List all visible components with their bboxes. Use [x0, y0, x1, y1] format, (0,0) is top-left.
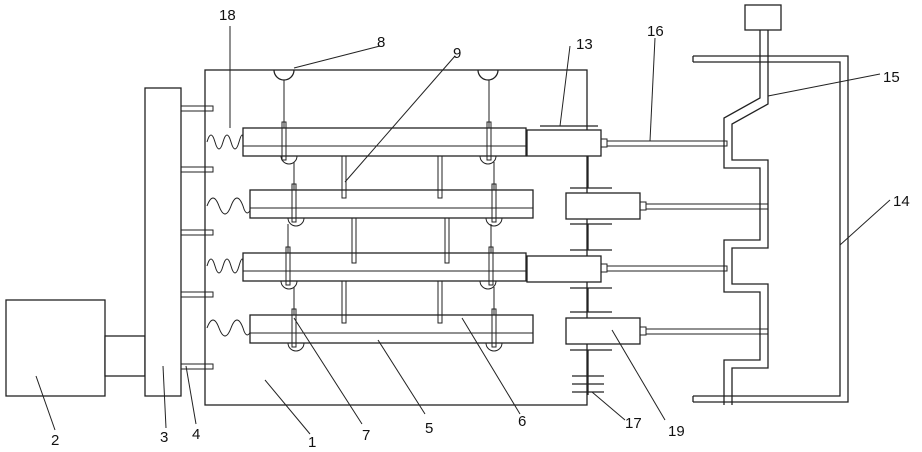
label-7: 7: [362, 427, 370, 444]
label-9: 9: [453, 45, 461, 62]
control-box: [745, 5, 781, 30]
motor-box: [6, 300, 105, 396]
label-2: 2: [51, 432, 59, 449]
outer-pipe: [693, 56, 848, 402]
piston-rods: [607, 141, 768, 334]
stepped-manifold: [724, 30, 768, 405]
label-13: 13: [576, 36, 593, 53]
label-1: 1: [308, 434, 316, 451]
label-8: 8: [377, 34, 385, 51]
label-15: 15: [883, 69, 900, 86]
springs: [207, 135, 252, 336]
motor-shaft: [105, 336, 145, 376]
support-plate: [145, 88, 181, 396]
main-frame: [205, 70, 587, 405]
label-5: 5: [425, 420, 433, 437]
label-19: 19: [668, 423, 685, 440]
label-4: 4: [192, 426, 200, 443]
posts: [342, 156, 449, 323]
label-14: 14: [893, 193, 910, 210]
label-6: 6: [518, 413, 526, 430]
label-3: 3: [160, 429, 168, 446]
label-17: 17: [625, 415, 642, 432]
label-16: 16: [647, 23, 664, 40]
guide-rods: [181, 106, 213, 369]
label-18: 18: [219, 7, 236, 24]
